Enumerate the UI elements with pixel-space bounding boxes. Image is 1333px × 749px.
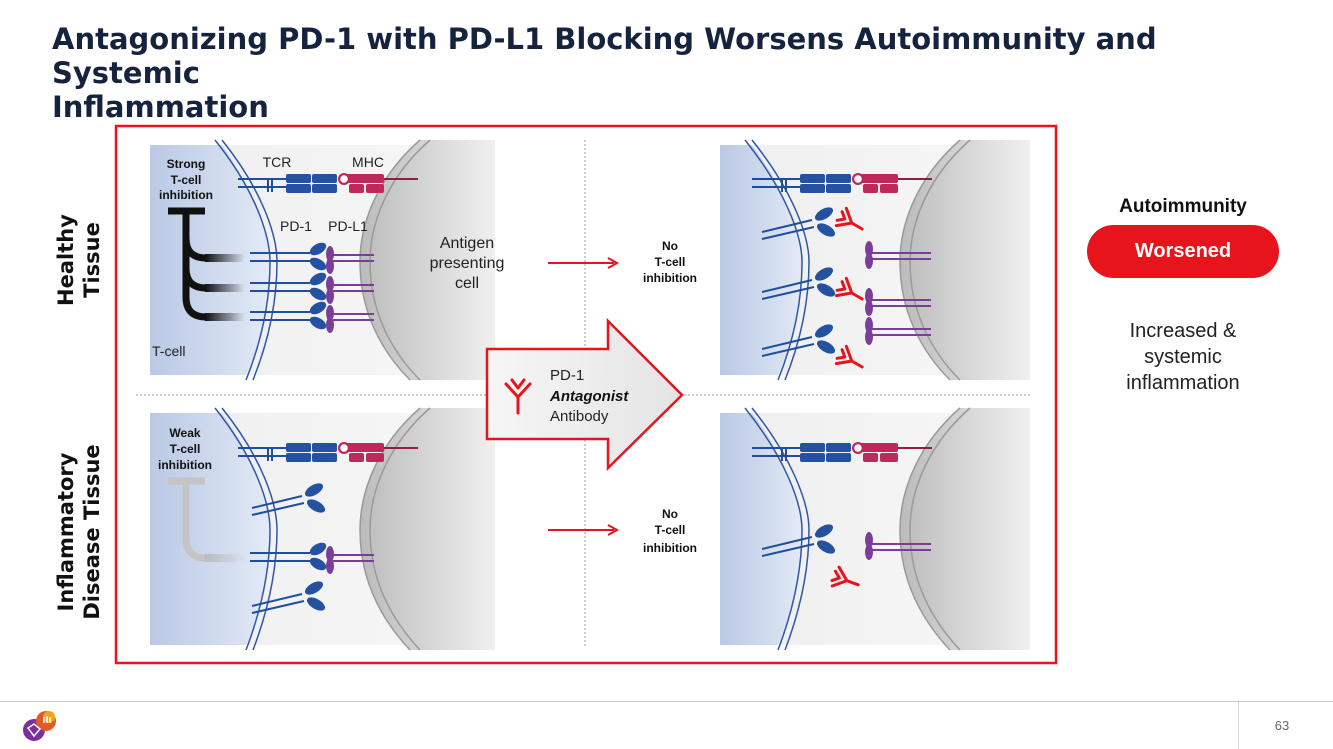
row-label-inflammatory-1: Inflammatory [54,452,78,611]
arrow-right-icon [548,257,620,269]
weak-label-3: inhibition [158,458,212,472]
mhc-label: MHC [352,154,384,170]
antibody-icon [504,378,532,415]
autoimmunity-heading: Autoimmunity [1119,196,1247,217]
weak-label-1: Weak [169,426,200,440]
no-inhibition-top-1: No [662,239,678,253]
footer-separator [1238,702,1239,749]
antibody-label-2: Antagonist [549,388,629,405]
note-line-2: systemic [1144,346,1222,368]
worsened-badge: Worsened [1087,225,1279,278]
apc-label-2: presenting [430,255,505,272]
pd1-label: PD-1 [280,218,312,234]
footer-divider [0,701,1333,702]
strong-label-1: Strong [167,157,206,171]
strong-label-2: T-cell [171,173,202,187]
no-inhibition-bottom-1: No [662,507,678,521]
antagonist-antibody-arrow: PD-1 Antagonist Antibody [485,317,684,471]
title-line-1: Antagonizing PD-1 with PD-L1 Blocking Wo… [52,22,1157,90]
row-label-inflammatory-2: Disease Tissue [80,444,104,619]
arrow-right-icon [548,524,620,536]
note-line-1: Increased & [1129,320,1237,342]
row-label-healthy-2: Tissue [80,222,104,298]
weak-label-2: T-cell [170,442,201,456]
panel-inflammatory-left [150,407,495,651]
strong-inhibition-symbol [168,207,245,321]
apc-label-3: cell [455,275,479,292]
tcr-label: TCR [263,154,292,170]
page-number: 63 [1274,718,1290,733]
no-inhibition-top-2: T-cell [655,255,686,269]
weak-inhibition-symbol [168,477,245,562]
inflammation-note: Increased & systemic inflammation [1087,318,1279,396]
note-line-3: inflammation [1126,372,1240,394]
pdl1-label: PD-L1 [328,218,368,234]
no-inhibition-top-3: inhibition [643,271,697,285]
row-label-healthy-1: Healthy [54,214,78,306]
antibody-label-3: Antibody [550,408,609,425]
tcell-label: T-cell [152,343,185,359]
no-inhibition-bottom-2: T-cell [655,523,686,537]
no-inhibition-bottom-3: inhibition [643,541,697,555]
title-line-2: Inflammation [52,90,269,124]
apc-label-1: Antigen [440,235,494,252]
page-title: Antagonizing PD-1 with PD-L1 Blocking Wo… [52,22,1302,124]
company-logo [23,711,56,741]
strong-label-3: inhibition [159,188,213,202]
antibody-label-1: PD-1 [550,367,584,384]
